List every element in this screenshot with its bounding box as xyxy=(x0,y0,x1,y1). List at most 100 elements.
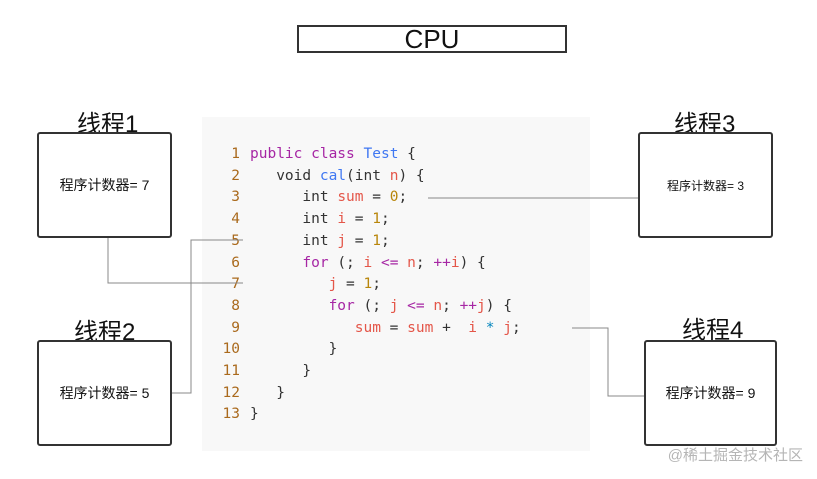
code-token: int xyxy=(250,232,338,249)
line-number: 13 xyxy=(222,406,240,423)
thread-1-box: 程序计数器= 7 xyxy=(37,132,172,238)
code-token: void xyxy=(250,167,320,184)
code-token: 1 xyxy=(372,211,381,228)
line-number: 6 xyxy=(231,254,240,271)
code-token: { xyxy=(407,146,416,162)
connector-thread-2 xyxy=(172,239,243,394)
line-number: 5 xyxy=(231,232,240,249)
code-line: 13} xyxy=(202,403,259,425)
cpu-box: CPU xyxy=(297,23,567,54)
code-token: for xyxy=(250,297,364,314)
code-token: sum xyxy=(337,189,364,206)
code-line: 7 j = 1; xyxy=(202,273,381,295)
line-number: 1 xyxy=(231,146,240,162)
line-number: 4 xyxy=(231,211,240,228)
line-number: 12 xyxy=(222,384,240,401)
code-token: = xyxy=(337,276,364,293)
code-token: cal xyxy=(319,167,347,184)
code-token: j xyxy=(337,232,347,249)
code-token: <= xyxy=(398,297,434,314)
thread-3-box: 程序计数器= 3 xyxy=(638,132,773,238)
line-number: 9 xyxy=(231,319,240,336)
thread-4-counter: 程序计数器= 9 xyxy=(665,385,756,401)
code-token: n xyxy=(407,254,416,271)
connector-thread-1 xyxy=(107,238,243,284)
code-token: (int xyxy=(346,167,390,184)
code-token: ; xyxy=(415,254,434,271)
code-token: (; xyxy=(363,297,390,314)
code-token: i xyxy=(337,211,347,228)
code-line: 4 int i = 1; xyxy=(202,208,390,230)
thread-4-box: 程序计数器= 9 xyxy=(644,340,777,446)
code-token: ) { xyxy=(485,297,512,314)
code-token: = xyxy=(363,189,390,206)
cpu-label: CPU xyxy=(404,23,460,54)
code-token: n xyxy=(433,297,443,314)
code-token: * xyxy=(477,319,504,336)
code-token: class xyxy=(311,146,364,162)
code-token: sum xyxy=(250,319,381,336)
code-token: i xyxy=(363,254,373,271)
code-line: 12 } xyxy=(202,382,285,404)
code-token: ; xyxy=(511,319,521,336)
code-line: 10 } xyxy=(202,338,338,360)
code-token: int xyxy=(250,211,338,228)
line-number: 10 xyxy=(222,341,240,358)
code-token: ; xyxy=(380,211,390,228)
code-token: j xyxy=(503,319,512,336)
line-number: 7 xyxy=(231,276,240,293)
code-token: ; xyxy=(380,232,390,249)
code-token: = xyxy=(346,232,373,249)
code-token: = xyxy=(346,211,373,228)
thread-2-box: 程序计数器= 5 xyxy=(37,340,172,446)
code-token: ; xyxy=(372,276,381,293)
thread-4-title: 线程4 xyxy=(682,317,744,344)
code-token: } xyxy=(250,406,259,423)
code-token: ; xyxy=(442,297,460,314)
code-line: 3 int sum = 0; xyxy=(202,186,407,208)
code-token: Test xyxy=(363,146,408,162)
code-token: ) { xyxy=(459,254,486,271)
line-number: 3 xyxy=(231,189,240,206)
code-token: j xyxy=(389,297,399,314)
code-token: for xyxy=(250,254,338,271)
thread-3-counter: 程序计数器= 3 xyxy=(666,178,745,193)
line-number: 8 xyxy=(231,297,240,314)
watermark: @稀土掘金技术社区 xyxy=(667,447,803,464)
code-line: 8 for (; j <= n; ++j) { xyxy=(202,295,512,317)
code-token: ++ xyxy=(433,254,451,271)
code-line: 11 } xyxy=(202,360,312,382)
code-line: 5 int j = 1; xyxy=(202,230,390,252)
code-line: 1 public class Test { xyxy=(202,143,416,165)
code-token: sum xyxy=(407,319,434,336)
code-token: int xyxy=(250,189,338,206)
code-line: 6 for (; i <= n; ++i) { xyxy=(202,252,486,274)
code-token: } xyxy=(250,341,338,358)
code-token: i xyxy=(468,319,478,336)
code-token: 0 xyxy=(389,189,399,206)
code-token: ) { xyxy=(398,167,425,184)
code-token: 1 xyxy=(372,232,381,249)
code-token: i xyxy=(450,254,460,271)
code-token: + xyxy=(433,319,469,336)
code-token: j xyxy=(477,297,486,314)
code-token: public xyxy=(250,146,312,162)
code-token: ++ xyxy=(459,297,478,314)
code-token: ; xyxy=(398,189,408,206)
connector-thread-4 xyxy=(572,327,644,397)
code-token: (; xyxy=(337,254,364,271)
line-number: 11 xyxy=(222,363,240,379)
code-token: j xyxy=(250,276,338,293)
code-token: 1 xyxy=(363,276,373,293)
code-token: } xyxy=(250,384,285,401)
code-token: = xyxy=(380,319,408,336)
thread-1-counter: 程序计数器= 7 xyxy=(59,177,150,193)
code-line: 9 sum = sum + i * j; xyxy=(202,317,521,339)
code-token: <= xyxy=(372,254,408,271)
code-line: 2 void cal(int n) { xyxy=(202,165,425,187)
code-token: n xyxy=(389,167,399,184)
code-token: } xyxy=(250,363,312,379)
thread-2-counter: 程序计数器= 5 xyxy=(59,385,150,401)
